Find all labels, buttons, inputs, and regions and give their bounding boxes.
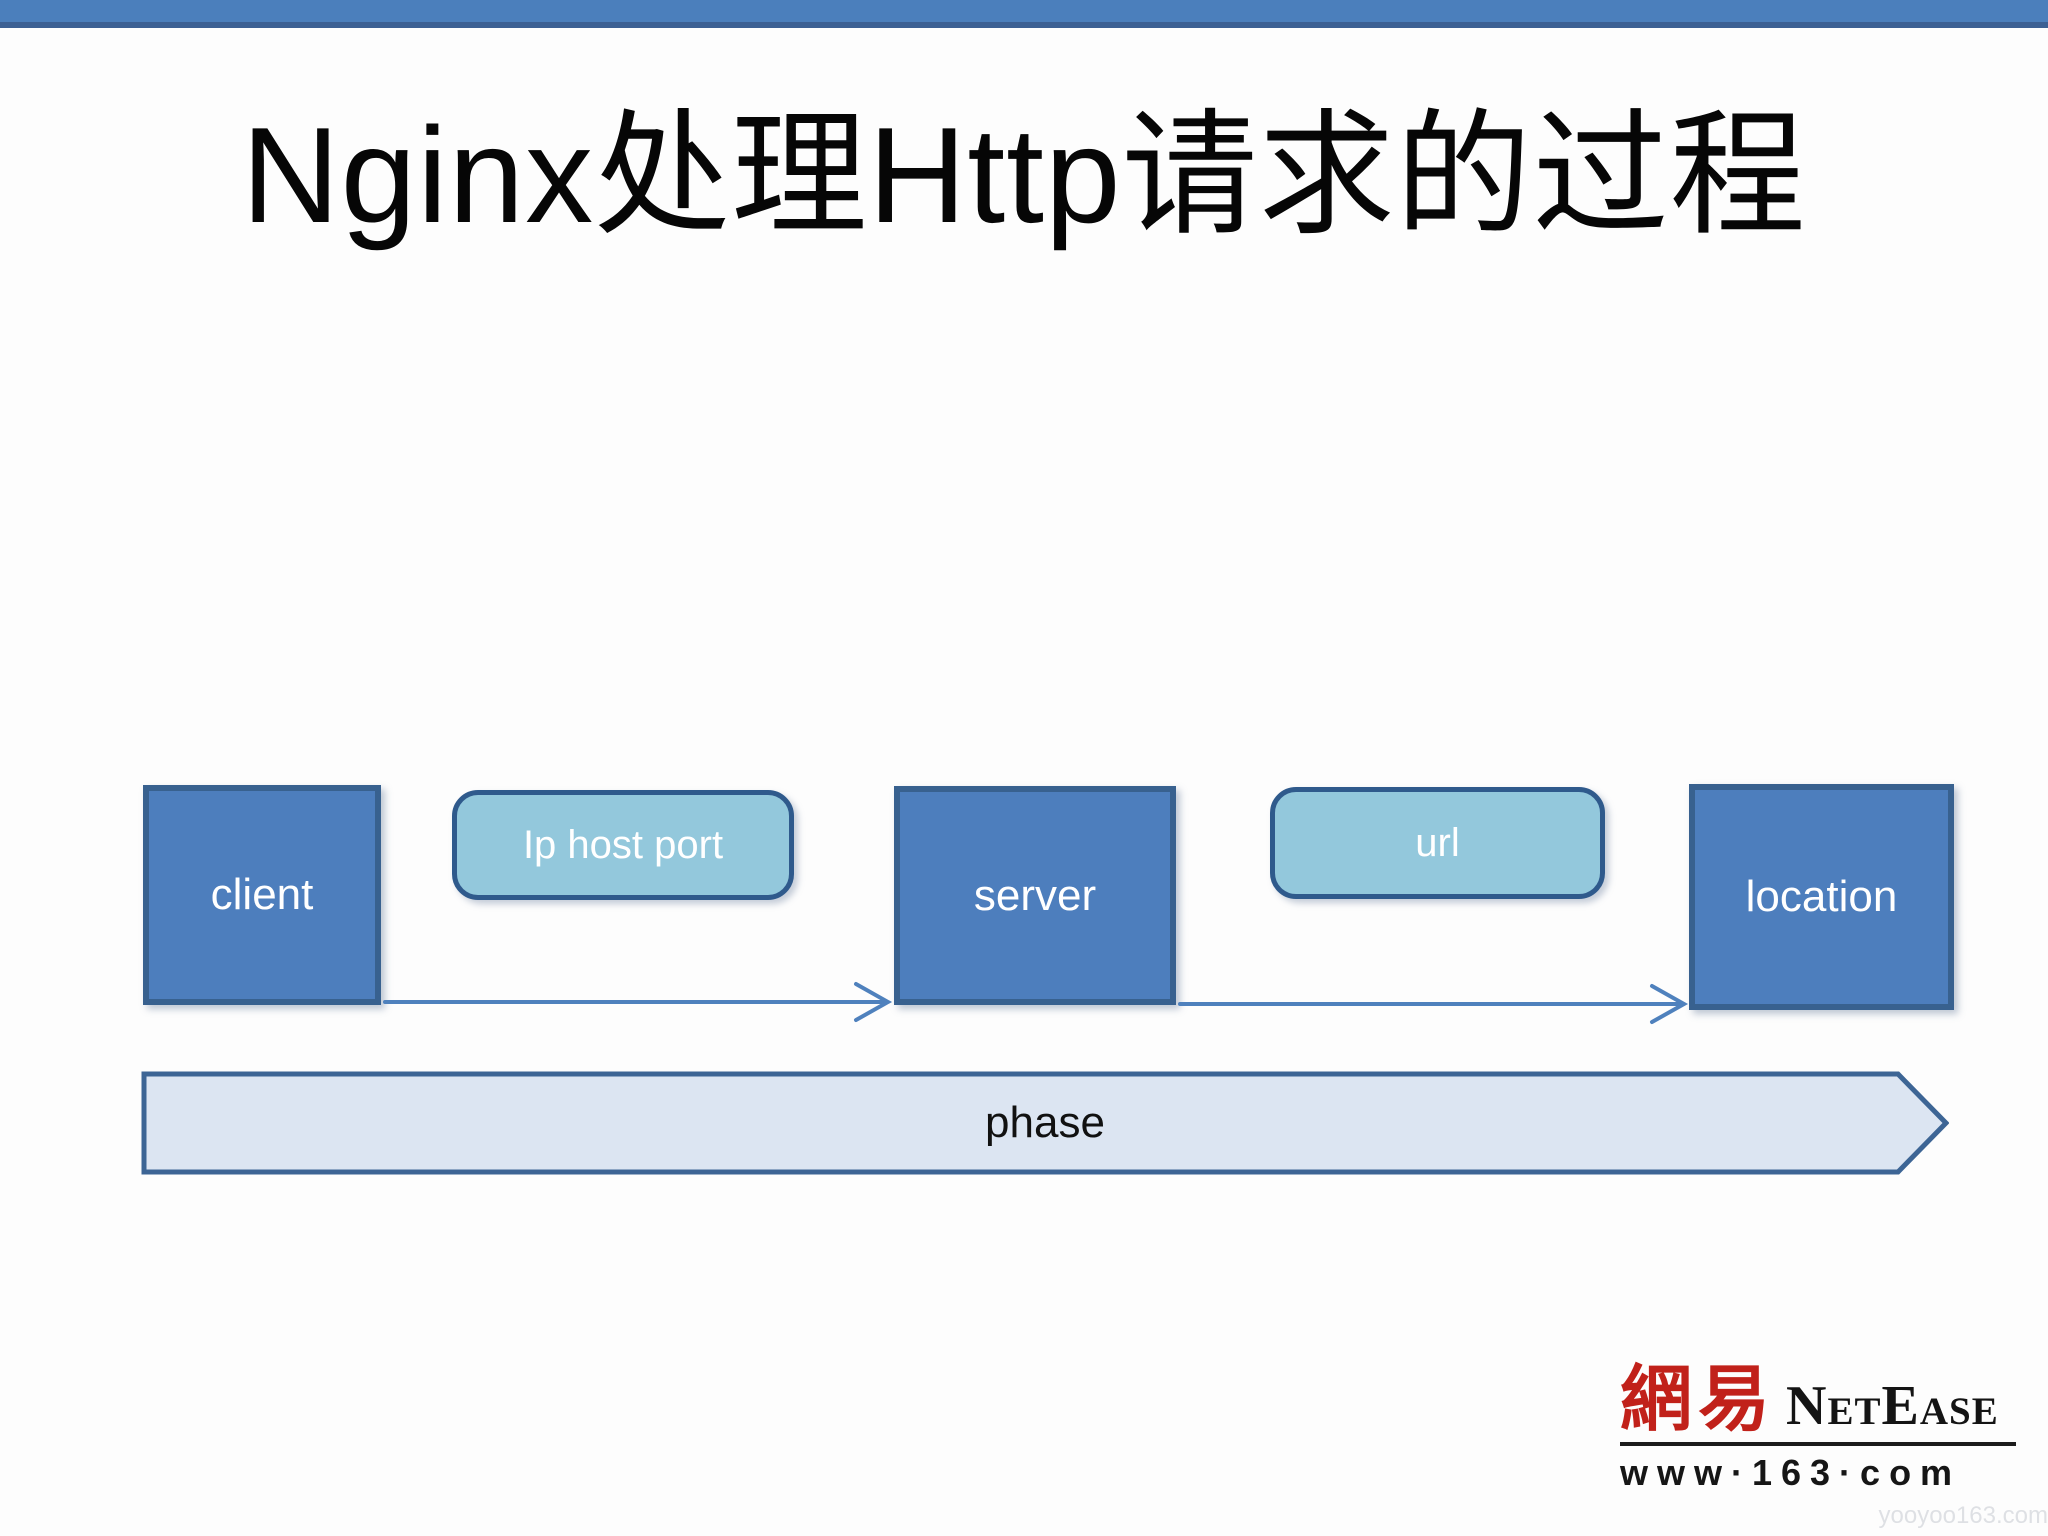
node-ip-host-port-label: Ip host port <box>522 822 724 867</box>
phase-label: phase <box>985 1098 1105 1147</box>
node-server-label: server <box>973 870 1097 920</box>
node-url-label: url <box>1415 820 1460 865</box>
arrowhead-client-to-server-icon <box>854 982 893 1022</box>
netease-url: www·163·com <box>1620 1452 1962 1493</box>
node-location: location <box>1689 784 1954 1010</box>
node-server: server <box>894 786 1176 1005</box>
netease-logo-row: 網易 NetEase <box>1620 1364 2016 1436</box>
node-client-label: client <box>210 870 314 919</box>
phase-banner-shape <box>141 1071 1949 1175</box>
phase-banner <box>141 1071 1949 1175</box>
arrowhead-server-to-location-icon <box>1650 984 1689 1024</box>
node-ip-host-port: Ip host port <box>452 790 794 900</box>
slide-title: Nginx处理Http请求的过程 <box>241 99 1807 251</box>
node-location-label: location <box>1745 872 1898 921</box>
netease-cjk-logo: 網易 <box>1620 1360 1777 1440</box>
watermark-text: yooyoo163.com <box>1878 1502 2048 1529</box>
node-url: url <box>1270 787 1605 899</box>
netease-logo: 網易 NetEase www·163·com <box>1620 1364 2016 1494</box>
netease-wordmark: NetEase <box>1786 1375 1999 1437</box>
top-accent-bar <box>0 0 2048 28</box>
logo-divider <box>1620 1442 2016 1446</box>
node-client: client <box>143 785 381 1005</box>
